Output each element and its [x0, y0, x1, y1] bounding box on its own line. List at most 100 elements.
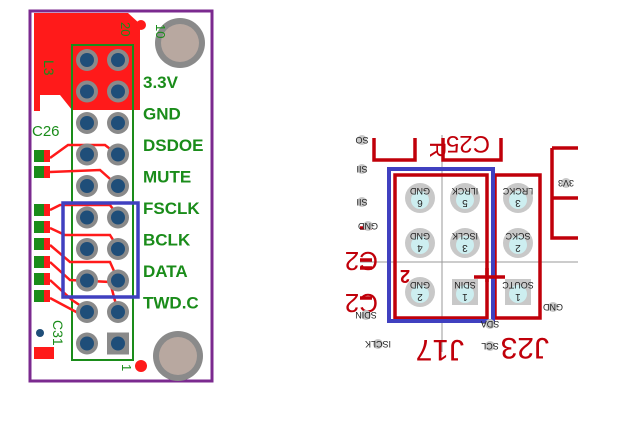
highlight-box-right: [387, 167, 495, 323]
pin-number-10: 10: [153, 24, 168, 38]
label-c26: C26: [32, 123, 60, 140]
test-point: [561, 178, 571, 188]
connector-pin-name: SOUTC: [502, 280, 534, 290]
net-label: SCL: [481, 341, 499, 351]
header-pin-pad: [111, 116, 125, 130]
header-pin-pad: [80, 210, 94, 225]
header-pin-pad: [80, 116, 94, 130]
connector-pin-center: [509, 236, 527, 254]
connector-pin-name: ILRCK: [452, 186, 479, 196]
connector-pin-center: [411, 191, 429, 209]
pin-number-1: 1: [119, 364, 134, 371]
connector-pin-number: 2: [417, 291, 423, 302]
header-pin-pad: [80, 305, 94, 319]
connector-pin-name: SCKC: [505, 231, 531, 241]
connector-pin-number: 5: [462, 197, 468, 208]
header-pin-pad: [111, 336, 125, 351]
mount-hole-bottom-inner: [159, 337, 197, 375]
net-label: ISCLK: [365, 339, 391, 349]
pin-number-20: 20: [118, 22, 133, 36]
net-label: GND: [543, 302, 564, 312]
connector-pin-name: GND: [410, 186, 431, 196]
test-point: [357, 197, 367, 207]
connector-pin-number: 4: [417, 242, 423, 253]
header-pin-pad: [111, 242, 125, 256]
via: [136, 20, 146, 30]
highlight-box-left: [61, 201, 140, 299]
net-label: SII: [356, 197, 367, 207]
test-point: [361, 310, 371, 320]
test-point: [485, 341, 495, 351]
smd-pads: [34, 93, 54, 359]
header-pin-pad: [80, 84, 94, 99]
label-j23: J23: [501, 331, 549, 364]
connector-pin-center: [456, 191, 474, 209]
connector-pin-center: [411, 285, 429, 303]
connector-pin-center: [456, 236, 474, 254]
test-point: [373, 339, 383, 349]
label-c25: C25: [446, 130, 490, 157]
header-pins: [76, 49, 129, 355]
connector-pin-center: [509, 285, 527, 303]
connector-pin-number: 6: [417, 197, 423, 208]
connector-pin-name: SDIN: [454, 280, 476, 290]
test-point: [363, 221, 373, 231]
header-pin-pad: [111, 84, 125, 99]
header-labels: 3.3V GND DSDOE MUTE FSCLK BCLK DATA TWD.C: [143, 73, 203, 313]
header-pin-label: 3.3V: [143, 73, 179, 92]
label-l3: L3: [41, 60, 57, 76]
header-pin-pad: [111, 53, 125, 67]
label-c2a: C2: [345, 246, 378, 276]
net-label: SDIN: [355, 310, 377, 320]
header-pin-pad: [111, 147, 125, 162]
net-label: GND: [358, 221, 379, 231]
label-r: R: [425, 142, 450, 158]
header-pin-label: BCLK: [143, 231, 191, 250]
label-c2b: C2: [345, 288, 378, 318]
connector-pin-name: GND: [410, 280, 431, 290]
label-j17: J17: [416, 333, 464, 366]
connector-pin-name: ISCLK: [452, 231, 478, 241]
net-label: SDA: [481, 319, 500, 329]
connector-pin-name: GND: [410, 231, 431, 241]
test-point: [357, 135, 367, 145]
test-point: [548, 302, 558, 312]
header-pin-pad: [80, 273, 94, 288]
connector-pin-number: 3: [515, 197, 521, 208]
header-pin-pad: [80, 179, 94, 193]
mount-hole-top-inner: [161, 24, 199, 62]
test-point: [485, 319, 495, 329]
header-pin-label: TWD.C: [143, 294, 199, 313]
header-pin-label: MUTE: [143, 168, 191, 187]
connector-pin-number: 2: [515, 242, 521, 253]
header-pin-pad: [111, 273, 125, 288]
j17-outline: [393, 173, 489, 320]
net-label: SO: [355, 135, 368, 145]
label-c31: C31: [50, 320, 66, 346]
connector-pin-number: 1: [462, 291, 468, 302]
header-pin-label: DATA: [143, 262, 188, 281]
header-pin-pad: [80, 147, 94, 162]
pin1-mark: [474, 268, 505, 282]
connector-pin-name: LRCKC: [502, 186, 533, 196]
header-pin-label: GND: [143, 105, 181, 124]
header-pin-label: DSDOE: [143, 136, 203, 155]
net-label: 3V3: [558, 178, 574, 188]
top-traces: [372, 138, 578, 240]
header-pin-pad: [80, 53, 94, 67]
side-labels: SO SII SII GND SDIN ISCLK SDA SCL GND 3V3: [355, 135, 574, 351]
net-label: SII: [356, 164, 367, 174]
header-pin-label: FSCLK: [143, 199, 200, 218]
connector-pin-center: [509, 191, 527, 209]
header-pin-pad: [111, 305, 125, 319]
pin2-mark: 2: [400, 266, 410, 286]
via-bottom: [135, 360, 147, 372]
header-pin-pad: [80, 242, 94, 256]
board-outline: [28, 9, 214, 383]
connector-pin-number: 3: [462, 242, 468, 253]
header-pin-pad: [111, 179, 125, 193]
